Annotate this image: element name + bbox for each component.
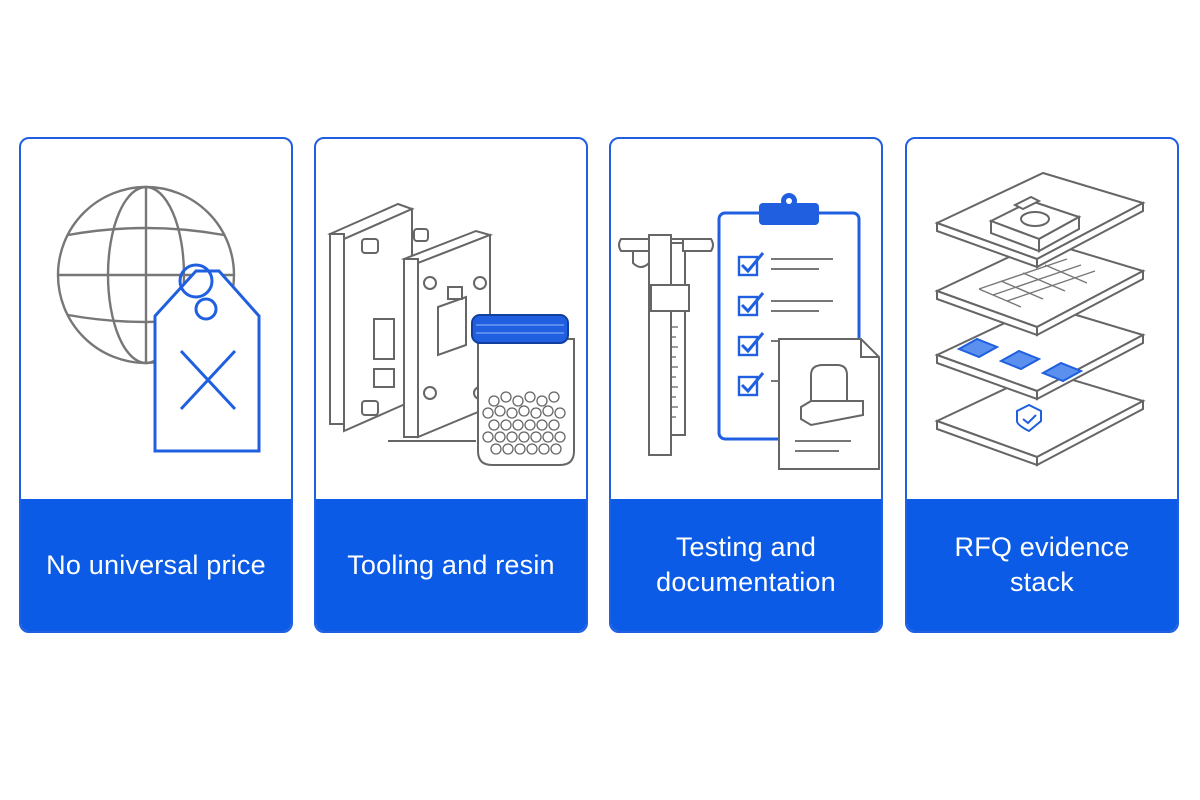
card-testing-and-documentation: Testing and documentation [609, 137, 883, 633]
card-label-panel: Tooling and resin [316, 499, 586, 631]
card-no-universal-price: No universal price [19, 137, 293, 633]
mold-and-resin-jar-icon [316, 139, 586, 501]
card-label: RFQ evidence stack [954, 532, 1130, 597]
card-rfq-evidence-stack: RFQ evidence stack [905, 137, 1179, 633]
globe-with-crossed-price-tag-icon [21, 139, 291, 501]
card-label-panel: Testing and documentation [611, 499, 881, 631]
card-label: No universal price [46, 549, 266, 580]
card-label-panel: No universal price [21, 499, 291, 631]
card-label: Tooling and resin [347, 549, 555, 580]
layered-evidence-stack-icon [907, 139, 1177, 501]
caliper-clipboard-drawing-icon [611, 139, 881, 501]
card-tooling-and-resin: Tooling and resin [314, 137, 588, 633]
card-label-panel: RFQ evidence stack [907, 499, 1177, 631]
card-label: Testing and documentation [656, 532, 836, 597]
